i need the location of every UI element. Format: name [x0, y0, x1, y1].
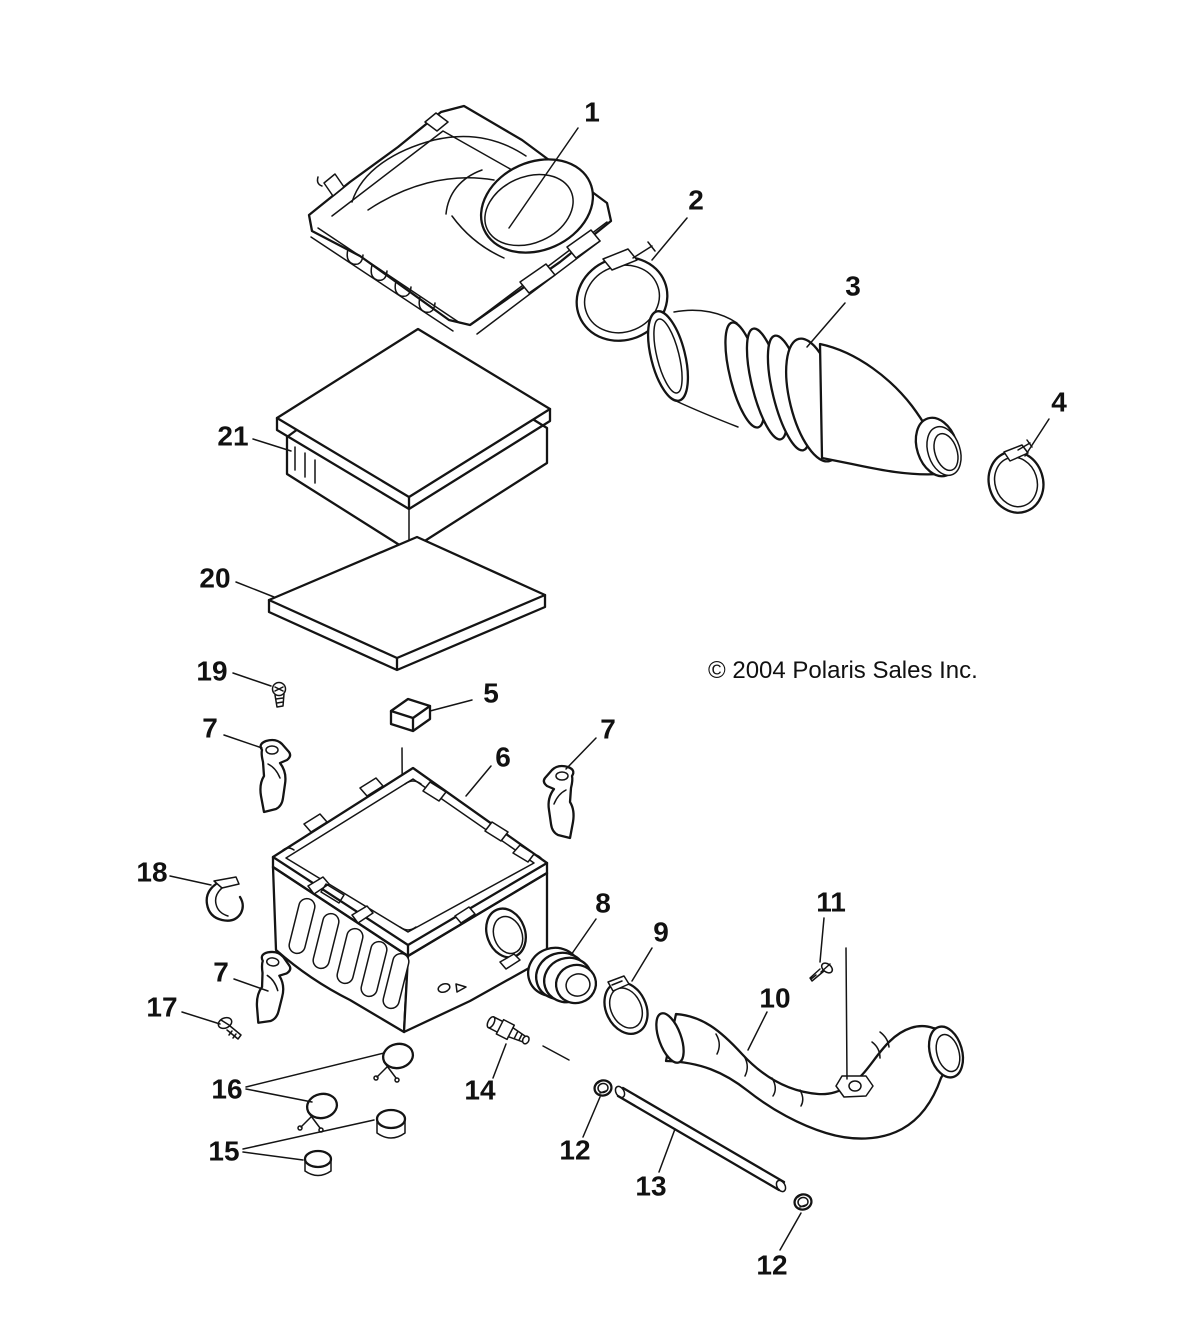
callout-7-lower[interactable]: 7: [213, 957, 229, 988]
callout-15[interactable]: 15: [208, 1136, 239, 1167]
callout-5[interactable]: 5: [483, 678, 499, 709]
part-clamp-2: [575, 241, 669, 342]
part-foam-sheet: [267, 535, 547, 672]
callout-13[interactable]: 13: [635, 1171, 666, 1202]
callout-21[interactable]: 21: [217, 421, 248, 452]
part-caps: [303, 1108, 407, 1177]
part-clamp-4: [987, 439, 1045, 514]
callouts: 1 2 3 4 21 20 19 5 7 7 6 18 8 9 11 10 7 …: [136, 97, 1067, 1281]
part-tube: [614, 1085, 787, 1193]
callout-20[interactable]: 20: [199, 563, 230, 594]
part-strap-right: [542, 764, 575, 840]
assembly-line-part14: [542, 1045, 570, 1061]
callout-19[interactable]: 19: [196, 656, 227, 687]
part-clip-18: [205, 876, 244, 922]
part-air-box-cover: [307, 104, 613, 335]
callout-4[interactable]: 4: [1051, 387, 1067, 418]
callout-10[interactable]: 10: [759, 983, 790, 1014]
leader-lines: [169, 127, 1050, 1251]
part-small-clamp-right: [793, 1193, 813, 1211]
part-grommet: [527, 946, 598, 1005]
part-strap-left: [259, 738, 292, 814]
callout-7-right[interactable]: 7: [600, 714, 616, 745]
part-air-box-body: [271, 766, 549, 1034]
callout-6[interactable]: 6: [495, 742, 511, 773]
callout-12-right[interactable]: 12: [756, 1250, 787, 1281]
part-clamp-9: [603, 975, 649, 1035]
callout-2[interactable]: 2: [688, 185, 704, 216]
part-spring-clips: [297, 1042, 415, 1133]
part-screw-17: [217, 1016, 242, 1040]
part-fitting: [486, 1015, 530, 1045]
part-outlet-duct: [655, 1012, 965, 1140]
assembly-line-part11: [845, 947, 848, 1080]
copyright-notice: © 2004 Polaris Sales Inc.: [708, 657, 978, 684]
callout-8[interactable]: 8: [595, 888, 611, 919]
part-intake-boot: [646, 309, 962, 478]
part-filter-element: [275, 327, 552, 553]
callout-12-left[interactable]: 12: [559, 1135, 590, 1166]
callout-11[interactable]: 11: [816, 887, 846, 918]
part-small-clamp-left: [593, 1079, 613, 1097]
callout-9[interactable]: 9: [653, 917, 669, 948]
callout-1[interactable]: 1: [584, 97, 600, 128]
callout-7-left[interactable]: 7: [202, 713, 218, 744]
callout-18[interactable]: 18: [136, 857, 167, 888]
callout-14[interactable]: 14: [464, 1075, 496, 1106]
part-screw-11: [809, 947, 848, 1080]
callout-16[interactable]: 16: [211, 1074, 242, 1105]
callout-3[interactable]: 3: [845, 271, 861, 302]
part-screw-19: [271, 681, 287, 708]
callout-17[interactable]: 17: [146, 992, 177, 1023]
